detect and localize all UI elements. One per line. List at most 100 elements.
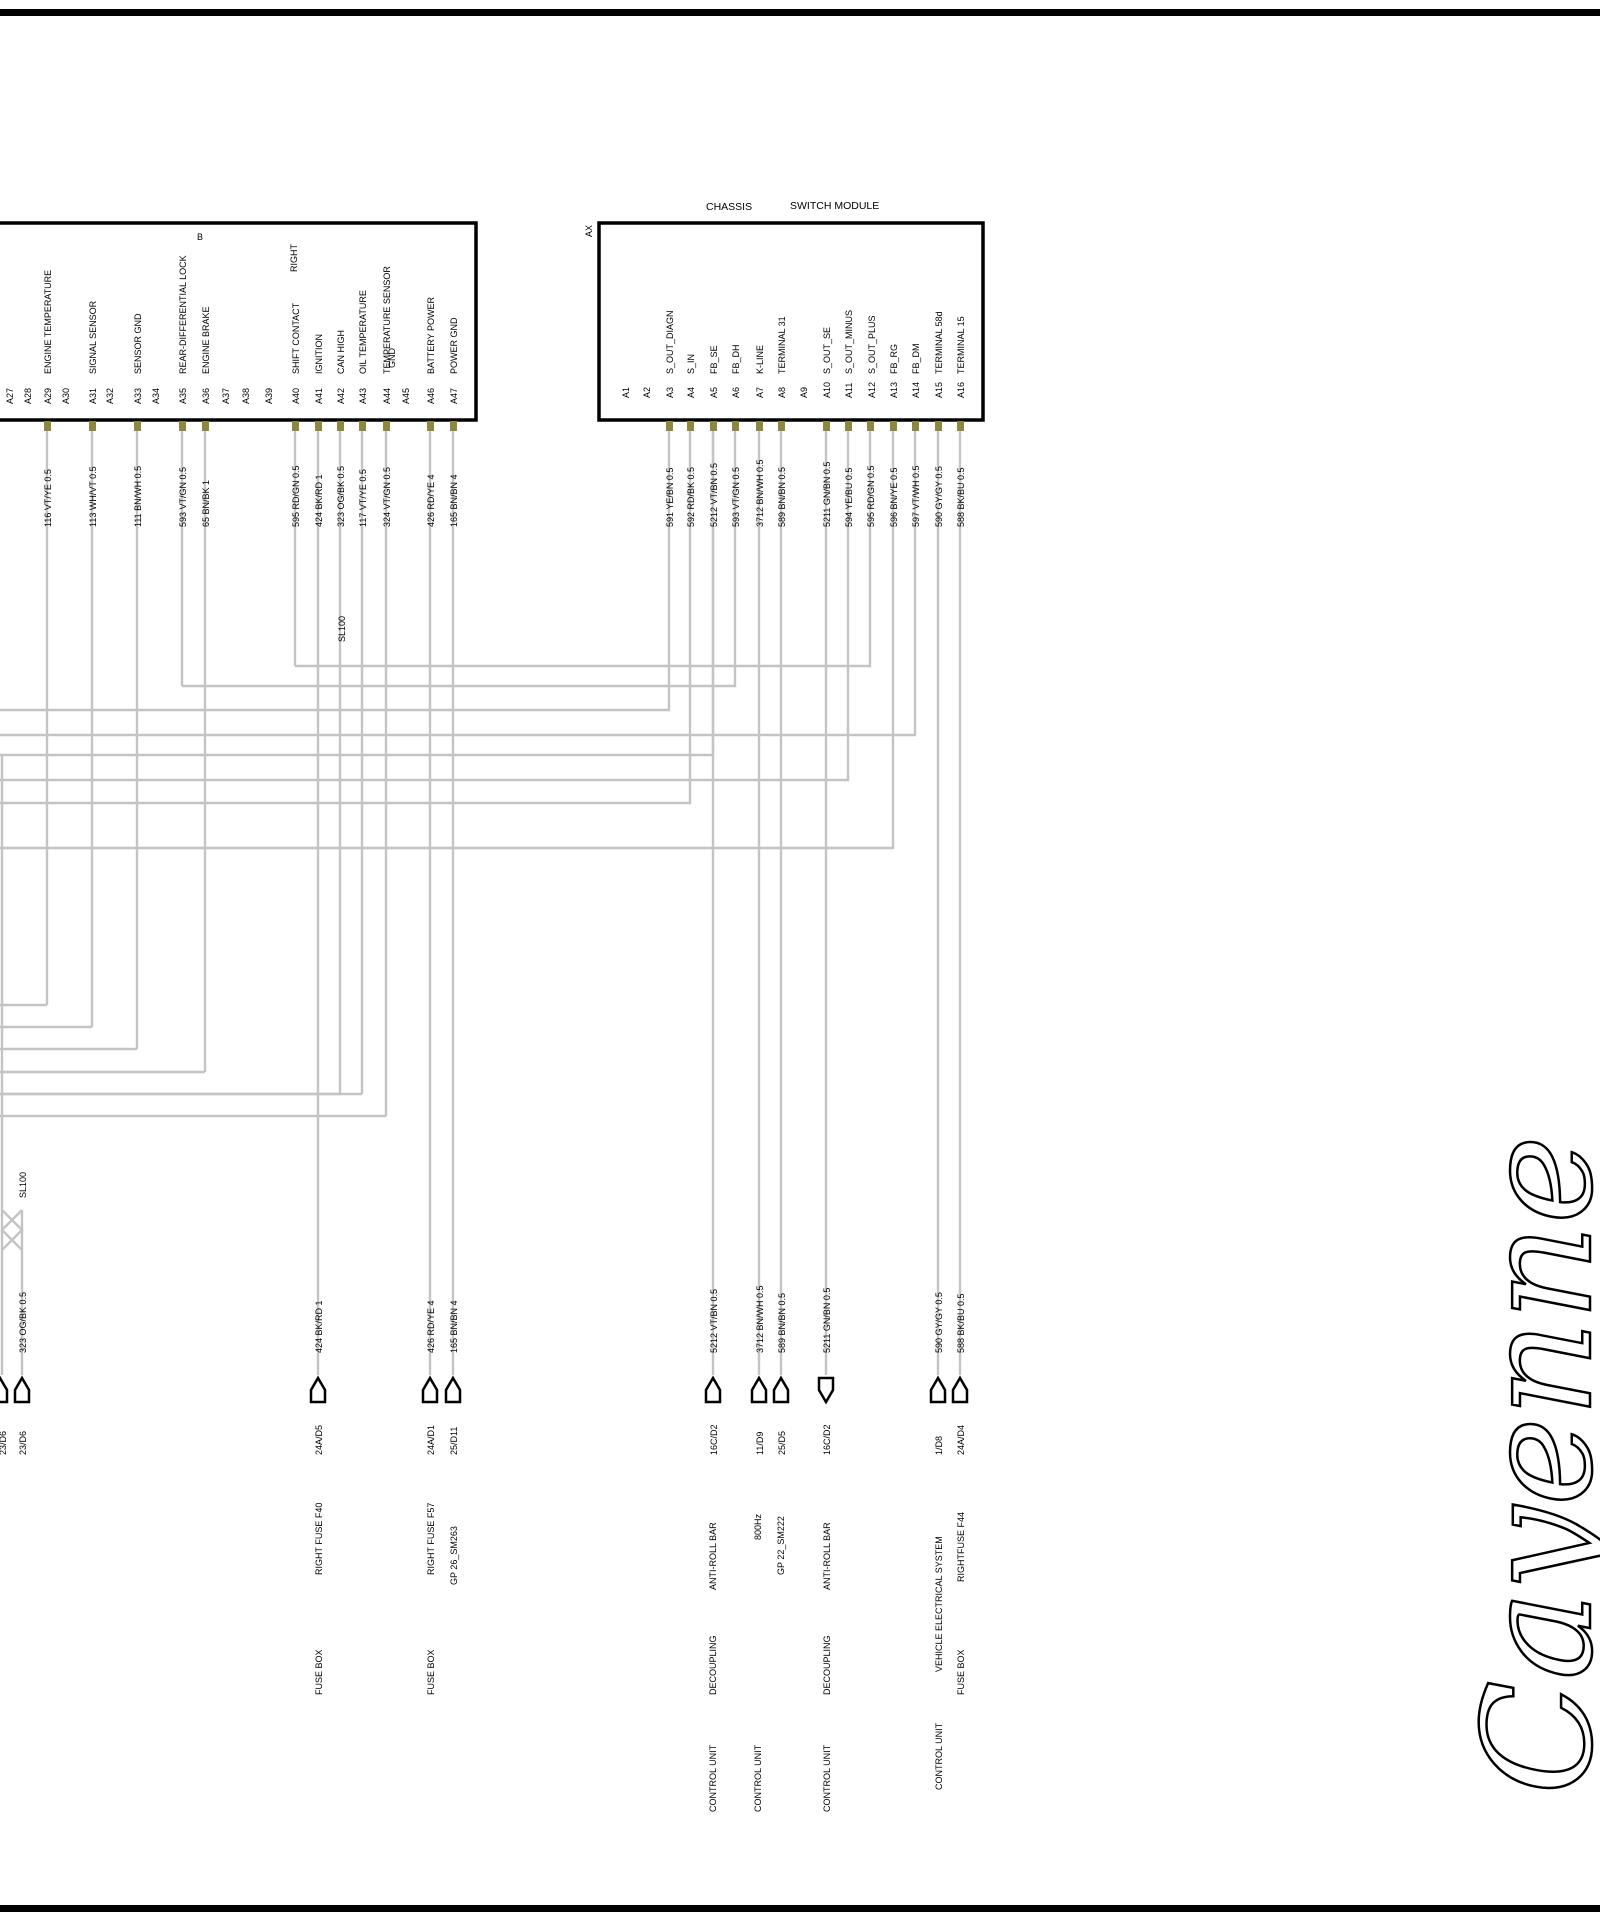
- pin-label: TEMPERATURE SENSOR: [382, 266, 392, 374]
- pin-number: A9: [799, 387, 809, 398]
- wire: [295, 431, 872, 668]
- destination-text: RIGHT FUSE F40: [314, 1503, 324, 1575]
- connector-socket-icon: [13, 1375, 31, 1404]
- switch-module-area: CHASSIS: [706, 201, 752, 213]
- grid-ref: 16C/D2: [822, 1424, 832, 1455]
- wire: [0, 431, 671, 712]
- pin-label: BATTERY POWER: [426, 296, 436, 374]
- wire-label: 165 BN/BN 4: [449, 474, 459, 527]
- wire-label: 588 BK/BU 0.5: [956, 467, 966, 527]
- wire-label: 165 BN/BN 4: [449, 1300, 459, 1353]
- pin-label: POWER GND: [449, 317, 459, 374]
- wire-label: 590 GY/GY 0.5: [934, 1292, 944, 1353]
- grid-ref: 25/D5: [777, 1431, 787, 1455]
- destination-text: DECOUPLING: [822, 1635, 832, 1695]
- wire-label: 595 RD/GN 0.5: [291, 465, 301, 527]
- pin-label: S_OUT_PLUS: [867, 315, 877, 374]
- pin-terminal: [666, 421, 673, 431]
- destination-group: FUSE BOX: [314, 1649, 324, 1695]
- pin-terminal: [890, 421, 897, 431]
- pin-number: A40: [291, 388, 301, 404]
- connector-plug-icon: [817, 1376, 835, 1405]
- pin-terminal: [427, 421, 434, 431]
- destination-text: FUSE BOX: [956, 1649, 966, 1695]
- pin-label: K-LINE: [755, 345, 765, 374]
- wire-label: 323 OG/BK 0.5: [18, 1292, 28, 1353]
- pin-terminal: [732, 421, 739, 431]
- gnd-label: GND: [387, 348, 397, 369]
- pin-number: A15: [934, 382, 944, 398]
- pin-terminal: [935, 421, 942, 431]
- pin-number: A47: [449, 388, 459, 404]
- wire-label: 5211 GN/BN 0.5: [822, 1288, 832, 1353]
- pin-number: A29: [43, 388, 53, 404]
- pin-label: OIL TEMPERATURE: [358, 290, 368, 374]
- grid-ref: 24A/D1: [426, 1425, 436, 1455]
- grid-ref: 16C/D2: [709, 1424, 719, 1455]
- pin-number: A27: [5, 388, 15, 404]
- pin-number: A6: [731, 387, 741, 398]
- wire-label: 592 RD/BK 0.5: [686, 467, 696, 527]
- pin-number: A39: [264, 388, 274, 404]
- pin-number: A12: [867, 382, 877, 398]
- connector-socket-icon: [929, 1375, 947, 1404]
- pin-number: A41: [314, 388, 324, 404]
- wire: [182, 431, 737, 688]
- pin-number: A35: [178, 388, 188, 404]
- connector-socket-icon: [421, 1375, 439, 1404]
- destination-text: ANTI-ROLL BAR: [822, 1522, 832, 1590]
- lock-b-label: B: [197, 232, 203, 242]
- pin-label: SHIFT CONTACT: [291, 302, 301, 374]
- wire-label: 5212 VT/BN 0.5: [709, 463, 719, 527]
- wire-layer: [0, 431, 962, 1375]
- pin-label: FB_RG: [889, 344, 899, 374]
- pin-label: CAN HIGH: [336, 330, 346, 374]
- switch-module-title: SWITCH MODULE: [790, 200, 879, 212]
- wire-label: 424 BK/RD 1: [314, 1300, 324, 1353]
- pin-label: TERMINAL 31: [777, 316, 787, 374]
- pin-label: TERMINAL 58d: [934, 311, 944, 374]
- splice-label: SL100: [337, 616, 347, 642]
- connector-socket-icon: [0, 1375, 9, 1404]
- pin-terminal: [383, 421, 390, 431]
- grid-ref: 24A/D4: [956, 1425, 966, 1455]
- wire-label: 593 VT/GN 0.5: [178, 467, 188, 527]
- pin-number: A5: [709, 387, 719, 398]
- wire: [0, 431, 692, 805]
- connector-socket-icon: [772, 1375, 790, 1404]
- pin-label: ENGINE BRAKE: [201, 306, 211, 374]
- destination-group: CONTROL UNIT: [934, 1722, 944, 1790]
- pin-number: A13: [889, 382, 899, 398]
- splice-label: SL100: [18, 1172, 28, 1198]
- destination-group: CONTROL UNIT: [822, 1744, 832, 1812]
- pin-number: A32: [105, 388, 115, 404]
- wire-label: 597 VT/WH 0.5: [911, 465, 921, 527]
- wire-label: 588 BK/BU 0.5: [956, 1293, 966, 1353]
- pin-number: A36: [201, 388, 211, 404]
- pin-terminal: [337, 421, 344, 431]
- wire-label: 3712 BN/WH 0.5: [755, 459, 765, 527]
- wire-label: 590 GY/GY 0.5: [934, 466, 944, 527]
- pin-number: A16: [956, 382, 966, 398]
- pin-label: IGNITION: [314, 334, 324, 374]
- pin-terminal: [359, 421, 366, 431]
- pin-label: FB_DH: [731, 344, 741, 374]
- wire-label: 5211 GN/BN 0.5: [822, 462, 832, 527]
- pin-terminal: [867, 421, 874, 431]
- wire: [0, 431, 895, 850]
- grid-ref: 24A/D5: [314, 1425, 324, 1455]
- pin-terminal: [134, 421, 141, 431]
- pin-terminal: [845, 421, 852, 431]
- wire-label: 116 VT/YE 0.5: [43, 469, 53, 527]
- wire: [0, 431, 715, 757]
- wire-label: 591 YE/BN 0.5: [665, 468, 675, 527]
- logo-text: Cayenne: [1452, 1135, 1600, 1795]
- pin-label: FB_DM: [911, 343, 921, 374]
- pin-number: A28: [23, 388, 33, 404]
- wire-label: 5212 VT/BN 0.5: [709, 1289, 719, 1353]
- pin-terminal: [44, 421, 51, 431]
- wire-label: 113 WH/VT 0.5: [88, 466, 98, 527]
- destination-text: 800Hz: [753, 1513, 763, 1540]
